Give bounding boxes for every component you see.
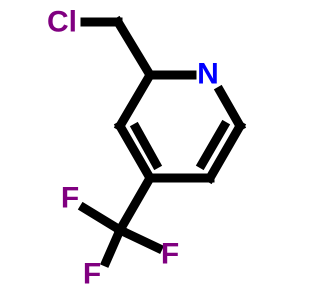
bond-ch2-c2 xyxy=(111,15,157,82)
nitrogen-atom: N xyxy=(197,58,219,91)
chlorine-atom: Cl xyxy=(47,6,77,39)
fluorine-atom-bottom: F xyxy=(83,258,101,291)
bond-cf3-f-bottom xyxy=(100,224,126,268)
atom-labels: Cl N F F F xyxy=(47,6,219,291)
bond-cf3-f-right xyxy=(114,224,164,254)
bonds xyxy=(77,15,247,268)
molecule-structure: Cl N F F F xyxy=(47,6,247,291)
bond-c4-c3 xyxy=(113,119,157,185)
bond-c6-c5-inner xyxy=(195,119,231,171)
bond-c4-cf3 xyxy=(113,171,157,237)
fluorine-atom-top: F xyxy=(61,182,79,215)
fluorine-atom-right: F xyxy=(161,238,179,271)
bond-c3-c2 xyxy=(113,68,157,133)
bond-cf3-f-top xyxy=(77,201,127,237)
bond-c6-c5 xyxy=(203,119,247,185)
bond-n-c6 xyxy=(213,84,247,133)
bond-c4-c3-inner xyxy=(129,121,163,171)
